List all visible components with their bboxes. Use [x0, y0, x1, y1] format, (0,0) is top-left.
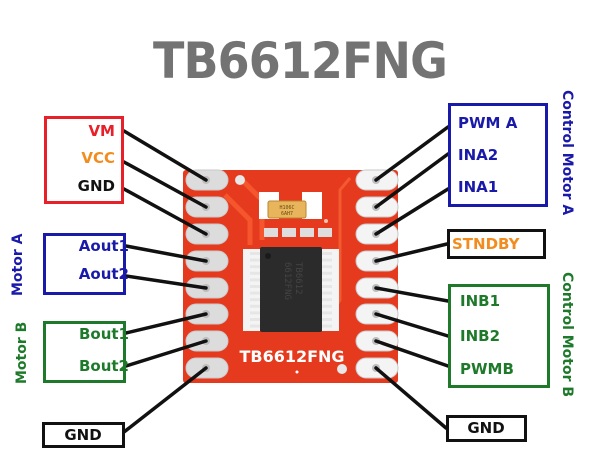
gnd-right-box [446, 415, 527, 442]
via [295, 370, 299, 374]
pin-label-inb1: INB1 [460, 292, 501, 310]
ic-leg [250, 311, 261, 315]
ic-leg [321, 318, 332, 321]
ic-leg [250, 298, 261, 302]
capacitor [267, 200, 307, 219]
wire-inb1 [374, 286, 450, 303]
control-b-box [448, 284, 550, 388]
pcb-board: H106C 6AH7 TB6612 6612FNG TB6612FNG [183, 169, 399, 383]
ic-leg [321, 271, 332, 275]
pin-label-ina1: INA1 [458, 178, 499, 196]
pin-label-inb2: INB2 [460, 327, 501, 345]
wire-inb2 [374, 312, 450, 338]
wire-vm [122, 129, 208, 182]
pin-label-gnd: GND [467, 419, 505, 437]
wire-ina1 [374, 187, 450, 236]
pin-label-pwmb: PWMB [460, 360, 514, 378]
control-motor-b-label: Control Motor B [559, 272, 575, 398]
pcb-trace [223, 193, 253, 245]
ic-leg [321, 285, 332, 288]
ic-pin1-dot [265, 253, 271, 259]
wire-pwm-a [374, 125, 450, 182]
board-silkscreen: TB6612FNG [239, 347, 344, 366]
pin-label-bout2: Bout2 [78, 357, 129, 375]
motor-a-label: Motor A [10, 233, 26, 296]
power-box [44, 116, 124, 204]
capacitor-marking: H106C [279, 205, 294, 211]
ic-leg [250, 271, 261, 275]
wire-stndby [374, 242, 449, 263]
mounting-hole [235, 175, 245, 185]
ic-leg [250, 318, 261, 321]
wire-bout1 [124, 312, 208, 335]
ic-leg [321, 258, 332, 262]
pin-label-pwm-a: PWM A [458, 114, 518, 132]
chip-marking: TB6612 [293, 262, 303, 295]
wire-bout2 [124, 339, 208, 368]
ic-leg [321, 298, 332, 302]
wire-gnd [122, 366, 208, 434]
ic-chip [260, 247, 322, 332]
capacitor-marking: 6AH7 [281, 211, 293, 217]
wire-gnd [122, 187, 208, 236]
wire-ina2 [374, 152, 450, 209]
via [324, 219, 328, 223]
ic-leg [321, 304, 332, 308]
wire-aout2 [124, 274, 208, 290]
mounting-hole [337, 364, 347, 374]
control-a-box [448, 103, 548, 207]
ic-leg [321, 291, 332, 295]
ic-leg [250, 285, 261, 288]
smd-pad [318, 228, 332, 237]
ic-leg [250, 291, 261, 295]
ic-leg [321, 265, 332, 269]
ic-leg [321, 311, 332, 315]
wire-gnd [374, 366, 448, 430]
ic-leg [250, 304, 261, 308]
pin-label-vcc: VCC [81, 149, 115, 167]
pin-label-gnd: GND [77, 177, 115, 195]
pin-label-aout2: Aout2 [78, 265, 129, 283]
control-motor-a-label: Control Motor A [559, 90, 575, 216]
ic-leg [250, 265, 261, 269]
wire-vcc [122, 160, 208, 209]
diagram-title: TB6612FNG [153, 32, 448, 90]
pin-label-vm: VM [88, 122, 115, 140]
ic-leg [321, 278, 332, 282]
ic-leg [250, 258, 261, 262]
motor-a-box [43, 233, 126, 295]
wire-pwmb [374, 339, 450, 368]
motor-b-label: Motor B [14, 321, 30, 384]
smd-pad [300, 228, 314, 237]
wire-aout1 [124, 244, 208, 263]
smd-pad [282, 228, 296, 237]
ic-leg [250, 252, 261, 255]
motor-b-box [43, 321, 126, 383]
ic-leg [250, 278, 261, 282]
pin-label-gnd: GND [64, 426, 102, 444]
ic-leg [321, 252, 332, 255]
ic-leg [250, 324, 261, 328]
ic-leg [321, 324, 332, 328]
smd-pad [264, 228, 278, 237]
ic-footprint [243, 249, 260, 331]
pin-label-bout1: Bout1 [78, 325, 129, 343]
gnd-left-box [42, 422, 125, 448]
chip-marking: 6612FNG [282, 262, 292, 300]
capacitor-pad [302, 192, 322, 219]
standby-box [447, 229, 546, 259]
ic-footprint [322, 249, 339, 331]
pin-label-aout1: Aout1 [78, 237, 129, 255]
pin-label-stndby: STNDBY [452, 235, 520, 253]
pin-label-ina2: INA2 [458, 146, 499, 164]
